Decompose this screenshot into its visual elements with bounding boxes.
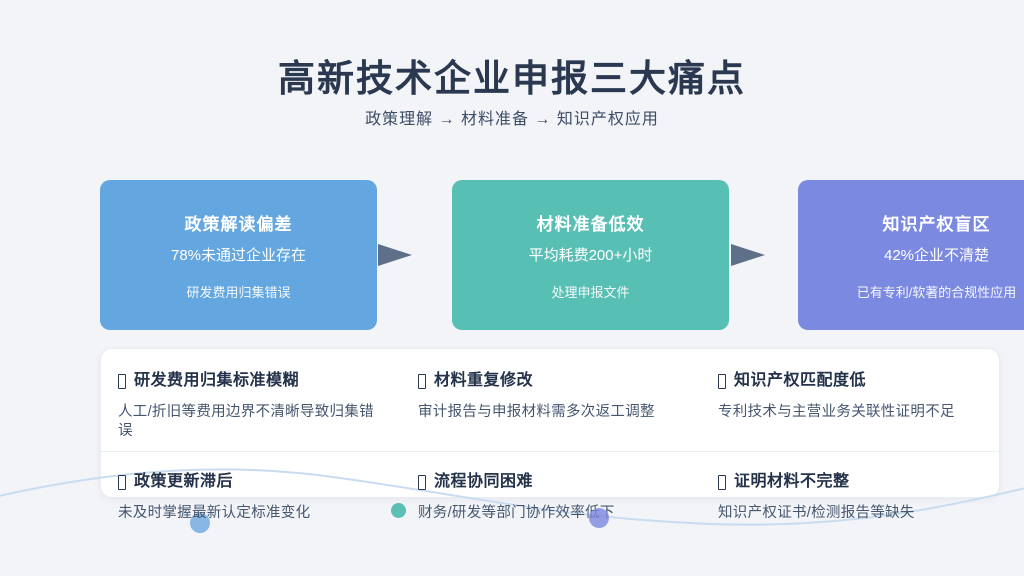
issue-title: 流程协同困难 [418, 472, 686, 492]
pain-card-policy: 政策解读偏差 78%未通过企业存在 研发费用归集错误 [100, 180, 377, 330]
issue-desc: 人工/折旧等费用边界不清晰导致归集错误 [118, 404, 374, 439]
pain-card-ip: 知识产权盲区 42%企业不清楚 已有专利/软著的合规性应用 [798, 180, 1024, 330]
pain-card-stat: 78%未通过企业存在 [170, 247, 307, 264]
issue-item: 知识产权匹配度低 专利技术与主营业务关联性证明不足 [700, 348, 1000, 450]
pain-card-title: 政策解读偏差 [184, 215, 293, 234]
missing-glyph-icon [418, 474, 426, 490]
purple-dot-decoration [589, 508, 609, 528]
pain-card-detail: 研发费用归集错误 [186, 285, 291, 300]
issue-item: 证明材料不完整 知识产权证书/检测报告等缺失 [700, 450, 1000, 535]
issue-desc: 知识产权证书/检测报告等缺失 [718, 505, 915, 521]
pain-card-materials: 材料准备低效 平均耗费200+小时 处理申报文件 [452, 180, 729, 330]
missing-glyph-icon [718, 474, 726, 490]
pain-card-detail: 已有专利/软著的合规性应用 [856, 285, 1017, 300]
missing-glyph-icon [118, 373, 126, 389]
issue-title-text: 流程协同困难 [434, 473, 534, 490]
pain-card-title: 知识产权盲区 [882, 215, 991, 234]
page-subtitle: 政策理解 → 材料准备 → 知识产权应用 [365, 111, 659, 128]
issues-grid: 研发费用归集标准模糊 人工/折旧等费用边界不清晰导致归集错误 材料重复修改 审计… [100, 348, 1000, 535]
issue-desc: 审计报告与申报材料需多次返工调整 [418, 404, 655, 420]
issue-desc: 专利技术与主营业务关联性证明不足 [718, 404, 955, 420]
issue-item: 材料重复修改 审计报告与申报材料需多次返工调整 [400, 348, 700, 450]
pain-card-title: 材料准备低效 [536, 215, 645, 234]
issue-desc: 未及时掌握最新认定标准变化 [118, 505, 311, 521]
issue-item: 政策更新滞后 未及时掌握最新认定标准变化 [100, 450, 400, 535]
issue-item: 流程协同困难 财务/研发等部门协作效率低下 [400, 450, 700, 535]
pain-card-detail: 处理申报文件 [551, 285, 630, 300]
page-title: 高新技术企业申报三大痛点 [278, 58, 746, 99]
issue-title: 政策更新滞后 [118, 472, 386, 492]
issue-title: 证明材料不完整 [718, 472, 986, 492]
issue-title: 知识产权匹配度低 [718, 371, 986, 391]
flow-arrow-icon [731, 244, 765, 266]
missing-glyph-icon [118, 474, 126, 490]
issue-title-text: 政策更新滞后 [134, 473, 234, 490]
issue-desc: 财务/研发等部门协作效率低下 [418, 505, 615, 521]
flow-arrow-icon [378, 244, 412, 266]
missing-glyph-icon [418, 373, 426, 389]
issue-title-text: 知识产权匹配度低 [734, 372, 867, 389]
issue-title-text: 证明材料不完整 [734, 473, 850, 490]
issue-title-text: 材料重复修改 [434, 372, 534, 389]
issue-title-text: 研发费用归集标准模糊 [134, 372, 300, 389]
pain-card-stat: 42%企业不清楚 [883, 247, 990, 264]
missing-glyph-icon [718, 373, 726, 389]
issue-title: 研发费用归集标准模糊 [118, 371, 386, 391]
issue-title: 材料重复修改 [418, 371, 686, 391]
pain-card-stat: 平均耗费200+小时 [528, 247, 653, 264]
panel-divider [101, 451, 999, 452]
issue-item: 研发费用归集标准模糊 人工/折旧等费用边界不清晰导致归集错误 [100, 348, 400, 450]
